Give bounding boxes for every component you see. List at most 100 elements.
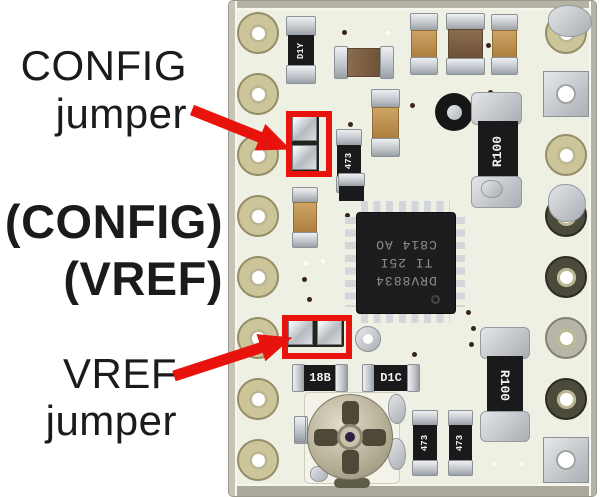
via-dot [302,277,307,282]
resistor-marking: R100 [497,369,513,401]
sense-resistor-bottom: R100 [480,327,530,442]
solder-cap [292,232,318,248]
chip-pins-right [453,217,465,307]
capacitor-vertical [491,14,518,75]
resistor-body: 473 [337,145,361,177]
cap-body [372,107,399,139]
test-pad-dot [518,461,524,467]
solder-cap [448,410,473,426]
solder-cap [334,46,348,79]
mounting-hole [237,195,279,237]
solder-cap [448,460,473,476]
solder-cap [412,410,438,426]
solder-cap [407,364,420,392]
resistor-marking: 18B [309,371,331,385]
config-callout-line1: CONFIG [20,42,187,89]
chip-pins-left [345,217,357,307]
via-dot [410,103,415,108]
config-highlight-box [286,111,332,177]
current-trimpot [294,392,406,488]
cap-body [347,48,381,77]
board-edge-right [589,1,596,496]
solder-pad [480,327,530,359]
via-dot [342,30,347,35]
solder-cap [446,58,485,75]
via-dot [412,352,417,357]
chip-pin1-dot [431,295,440,304]
resistor-marking: R100 [490,135,506,167]
resistor-body: 473 [449,425,472,461]
cap-body [492,30,517,58]
resistor-body: D1C [374,365,408,391]
solder-cap [410,57,438,75]
solder-cap [412,460,438,476]
driver-chip: DRV8834 TI 25I C814 AO [356,212,456,314]
solder-cap [380,46,394,79]
resistor-body: R100 [478,121,518,181]
resistor-marking: 473 [343,152,354,170]
diode-d1y: D1Y [286,16,316,84]
test-pad-dot [385,30,391,36]
round-pad [355,326,381,352]
diode-marking: D1Y [295,42,306,59]
mounting-hole [543,437,589,483]
chip-marking-line3: C814 AO [375,237,437,253]
chip-marking-line2: TI 25I [379,255,433,271]
solder-cap [371,138,400,157]
config-jumper-pads [290,114,319,174]
vref-highlight-box [282,315,352,359]
test-pad-dot [303,260,309,266]
solder-cap [371,89,400,108]
mounting-hole [237,378,279,420]
solder-cap [410,13,438,31]
via-dot [466,310,471,315]
resistor-473: 473 [448,410,473,476]
cap-body [293,202,317,233]
mounting-hole [545,378,587,420]
vref-jumper-pad [317,320,342,345]
via-dot [345,213,350,218]
via-dot [469,342,474,347]
vref-callout-line1: VREF [62,350,177,397]
capacitor-vertical [292,187,318,248]
resistor-body [339,186,364,201]
via-dot [471,326,476,331]
chip-pins-bottom [361,311,450,323]
board-edge-bottom [229,484,596,496]
mounting-hole [237,256,279,298]
trimpot-slot-right [362,429,386,446]
resistor-body: R100 [487,356,523,414]
trimpot-slot-left [314,429,338,446]
paren-config-label: (CONFIG) [4,195,223,248]
cap-body [448,29,483,59]
mounting-hole [237,12,279,54]
mounting-hole [237,73,279,115]
config-jumper-callout: CONFIG jumper [0,42,187,138]
mounting-hole [237,317,279,359]
resistor-marking: 473 [419,434,430,452]
chip-marking-line1: DRV8834 [375,273,437,289]
solder-blob [481,180,503,198]
trimpot-shadow [334,478,370,488]
test-pad-dot [320,258,326,264]
resistor-marking: 473 [455,434,466,452]
via-dot [307,297,312,302]
capacitor-vertical [410,13,438,75]
config-jumper-pad [292,145,317,170]
solder-cap [491,14,518,31]
cap-body [411,30,437,58]
solder-pad [471,92,522,125]
diode-body: D1Y [288,35,314,66]
solder-blob [548,184,586,222]
solder-cap [286,16,316,36]
solder-cap [338,173,365,187]
solder-pad [480,411,530,442]
via-dot [348,122,353,127]
solder-cap [446,13,485,30]
solder-cap [491,57,518,75]
resistor-body: 18B [304,365,336,391]
trimpot-slot-bottom [342,450,359,474]
vref-callout-line2: jumper [45,397,177,444]
